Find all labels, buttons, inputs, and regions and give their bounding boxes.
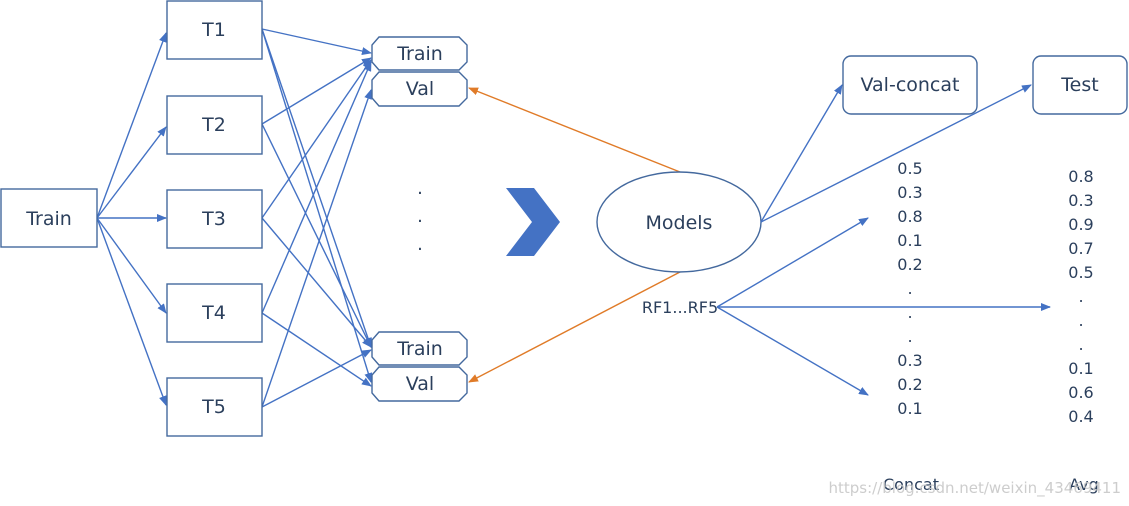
chevron-right-icon <box>506 188 560 256</box>
arrow-train-t4 <box>96 217 167 314</box>
value-cell: 0.3 <box>897 183 922 202</box>
avg-column-label: Avg <box>1069 475 1099 494</box>
pair-bottom: Train Val <box>371 331 468 402</box>
arrow-train-t5 <box>96 217 167 406</box>
pair-bottom-train-label: Train <box>396 338 443 360</box>
value-cell: 0.3 <box>1068 191 1093 210</box>
value-cell: 0.1 <box>897 399 922 418</box>
train-root-node: Train <box>0 188 98 248</box>
ellipsis-dot: . <box>417 234 423 255</box>
models-node: Models <box>596 171 762 273</box>
value-cell: . <box>907 303 912 322</box>
value-cell: 0.2 <box>897 255 922 274</box>
watermark-text: https://blog.csdn.net/weixin_43469411 <box>828 479 1121 498</box>
fold-t4-label: T4 <box>201 302 226 324</box>
fold-t2: T2 <box>166 95 263 155</box>
rf-label: RF1...RF5 <box>642 298 718 317</box>
pair-bottom-val-label: Val <box>406 373 434 395</box>
value-cell: 0.5 <box>1068 263 1093 282</box>
vertical-ellipsis: . . . <box>417 178 423 255</box>
train-root-label: Train <box>25 208 72 230</box>
fold-t3: T3 <box>166 189 263 249</box>
test-node: Test <box>1032 55 1128 115</box>
pair-top-train-shape <box>371 36 468 71</box>
value-cell: 0.9 <box>1068 215 1093 234</box>
value-cell: . <box>907 327 912 346</box>
fold-t2-label: T2 <box>201 114 226 136</box>
value-cell: . <box>1078 311 1083 330</box>
fold-t1-label: T1 <box>201 19 226 41</box>
arrow-train-t2 <box>96 126 167 219</box>
pair-top-train-label: Train <box>396 43 443 65</box>
value-cell: 0.1 <box>897 231 922 250</box>
arrow-models-test <box>760 84 1032 223</box>
value-cell: 0.1 <box>1068 359 1093 378</box>
arrow-rf-concat-bottom <box>716 306 869 396</box>
concat-value-column: 0.5 0.3 0.8 0.1 0.2... 0.3 0.2 0.1 <box>897 159 922 418</box>
value-cell: 0.2 <box>897 375 922 394</box>
pair-top-val-shape <box>371 71 468 107</box>
arrow-t3-bottom-train <box>261 217 372 348</box>
arrow-t4-bottom-val <box>261 312 372 387</box>
value-cell: 0.8 <box>897 207 922 226</box>
pair-bottom-val-shape <box>371 366 468 402</box>
pair-top: Train Val <box>371 36 468 107</box>
arrow-t1-top-train <box>261 28 372 55</box>
val-concat-label: Val-concat <box>861 74 960 96</box>
fold-t1: T1 <box>166 0 263 60</box>
models-label: Models <box>646 212 713 234</box>
arrow-rf-concat-top <box>716 217 869 308</box>
avg-value-column: 0.8 0.3 0.9 0.7 0.5... 0.1 0.6 0.4 <box>1068 167 1093 426</box>
arrow-t1-bottom-val <box>261 28 373 383</box>
arrow-models-val-concat <box>760 84 843 223</box>
arrow-t4-top-train <box>261 61 372 314</box>
value-cell: 0.4 <box>1068 407 1093 426</box>
pair-top-val-label: Val <box>406 78 434 100</box>
pair-bottom-train-shape <box>371 331 468 366</box>
arrow-t2-top-train <box>261 57 372 125</box>
arrow-t5-bottom-train <box>261 349 372 408</box>
split-arrows <box>96 32 167 406</box>
value-cell: . <box>907 279 912 298</box>
arrow-models-top-val <box>468 87 681 173</box>
arrow-train-t1 <box>96 32 167 219</box>
arrow-t2-bottom-train <box>261 123 372 348</box>
fold-t5: T5 <box>166 377 263 437</box>
value-cell: 0.8 <box>1068 167 1093 186</box>
value-cell: 0.5 <box>897 159 922 178</box>
ellipsis-dot: . <box>417 206 423 227</box>
test-label: Test <box>1060 74 1098 96</box>
fold-arrows <box>261 28 373 408</box>
value-cell: 0.7 <box>1068 239 1093 258</box>
value-cell: . <box>1078 335 1083 354</box>
value-cell: 0.3 <box>897 351 922 370</box>
arrow-models-bottom-val <box>468 271 681 383</box>
ellipsis-dot: . <box>417 178 423 199</box>
fold-t3-label: T3 <box>201 208 226 230</box>
val-concat-node: Val-concat <box>842 55 978 115</box>
fold-t5-label: T5 <box>201 396 226 418</box>
arrow-t5-top-val <box>261 89 372 408</box>
arrow-t3-top-train <box>261 59 372 219</box>
value-cell: . <box>1078 287 1083 306</box>
concat-column-label: Concat <box>883 475 939 494</box>
value-cell: 0.6 <box>1068 383 1093 402</box>
fold-t4: T4 <box>166 283 263 343</box>
